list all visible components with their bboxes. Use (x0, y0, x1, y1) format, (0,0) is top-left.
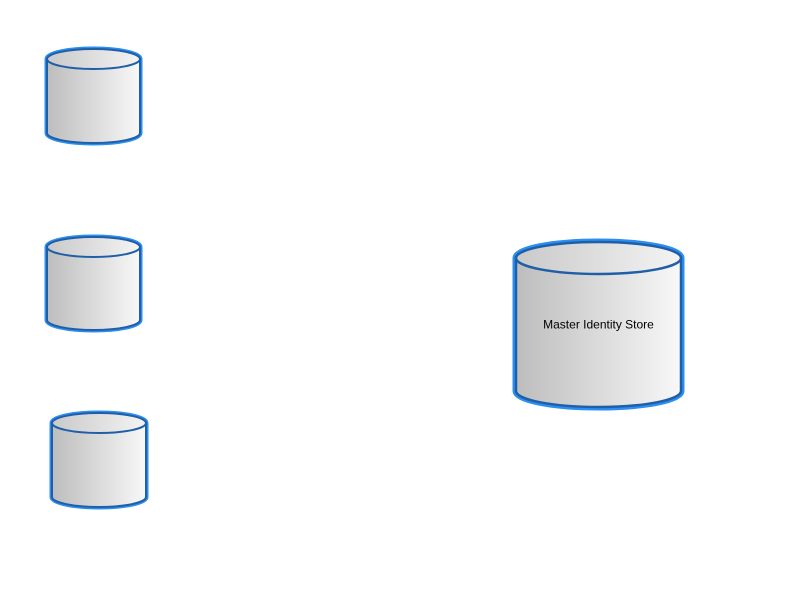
cylinder-top (514, 240, 683, 276)
master-identity-store-cylinder[interactable]: Master Identity Store (512, 238, 685, 411)
cylinder-body (46, 58, 141, 144)
cylinder-body (51, 422, 147, 508)
database-cylinder-1[interactable] (44, 46, 143, 146)
cylinder-top (46, 236, 141, 258)
cylinder-body (514, 256, 683, 409)
database-cylinder-3[interactable] (49, 410, 149, 510)
cylinder-body (46, 246, 141, 331)
database-cylinder-2[interactable] (44, 234, 143, 333)
nodes-layer: Master Identity Store (44, 46, 685, 510)
master-store-label: Master Identity Store (543, 318, 654, 332)
cylinder-top (51, 412, 147, 434)
cylinder-top (46, 48, 141, 70)
